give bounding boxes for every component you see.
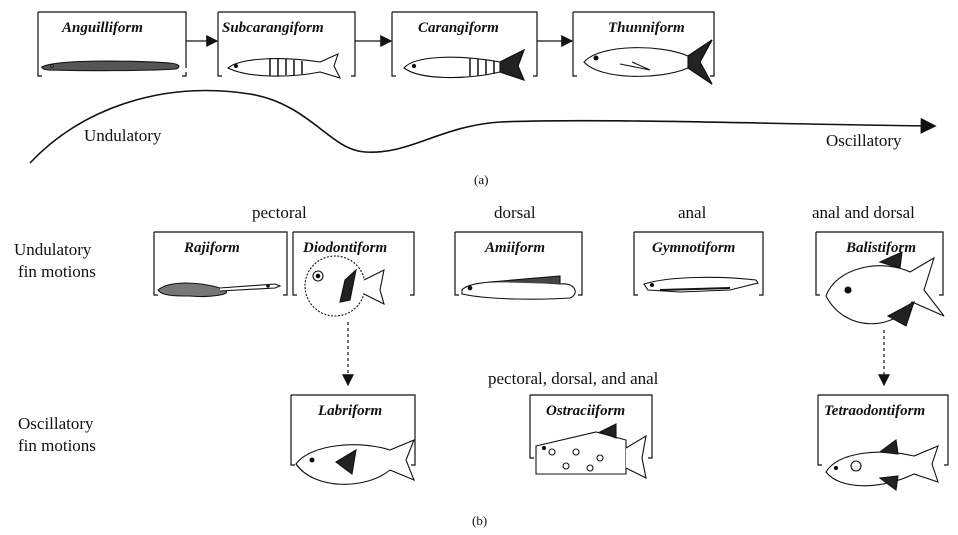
boxfish-icon (536, 424, 646, 478)
undulatory-oscillatory-curve (30, 91, 935, 163)
mode-label-carangiform: Carangiform (418, 20, 499, 37)
mode-label-thunniform: Thunniform (608, 20, 685, 37)
mode-label-gymnotiform: Gymnotiform (652, 240, 735, 257)
mode-label-amiiform: Amiiform (485, 240, 545, 257)
header-pectoral-dorsal-anal: pectoral, dorsal, and anal (488, 369, 658, 389)
mode-label-ostraciiform: Ostraciiform (546, 403, 625, 420)
row-label-undulatory-line1: Undulatory (14, 240, 91, 260)
carangiform-fish-icon (404, 50, 524, 80)
triggerfish-icon (826, 252, 944, 326)
mode-label-tetraodontiform: Tetraodontiform (824, 403, 925, 420)
header-dorsal: dorsal (494, 203, 536, 223)
subcarangiform-fish-icon (228, 54, 340, 78)
tetraodontiform-fish-icon (826, 440, 938, 490)
eel-icon (42, 61, 179, 71)
thunniform-fish-icon (584, 40, 712, 84)
row-label-oscillatory-line1: Oscillatory (18, 414, 94, 434)
mode-label-labriform: Labriform (318, 403, 382, 420)
row-label-undulatory-line2: fin motions (18, 262, 96, 282)
row-label-oscillatory-line2: fin motions (18, 436, 96, 456)
mode-label-diodontiform: Diodontiform (303, 240, 387, 257)
header-pectoral: pectoral (252, 203, 307, 223)
ray-fish-icon (158, 283, 280, 297)
caption-a: (a) (474, 172, 488, 188)
axis-label-undulatory: Undulatory (84, 126, 161, 146)
bowfin-icon (462, 276, 575, 299)
knifefish-icon (644, 277, 758, 292)
header-anal: anal (678, 203, 706, 223)
pufferfish-icon (305, 256, 384, 316)
mode-label-balistiform: Balistiform (846, 240, 916, 257)
wrasse-icon (296, 440, 414, 484)
mode-label-anguilliform: Anguilliform (62, 20, 143, 37)
caption-b: (b) (472, 513, 487, 529)
mode-label-subcarangiform: Subcarangiform (222, 20, 324, 37)
axis-label-oscillatory: Oscillatory (826, 131, 902, 151)
mode-label-rajiform: Rajiform (184, 240, 240, 257)
header-anal-and-dorsal: anal and dorsal (812, 203, 915, 223)
